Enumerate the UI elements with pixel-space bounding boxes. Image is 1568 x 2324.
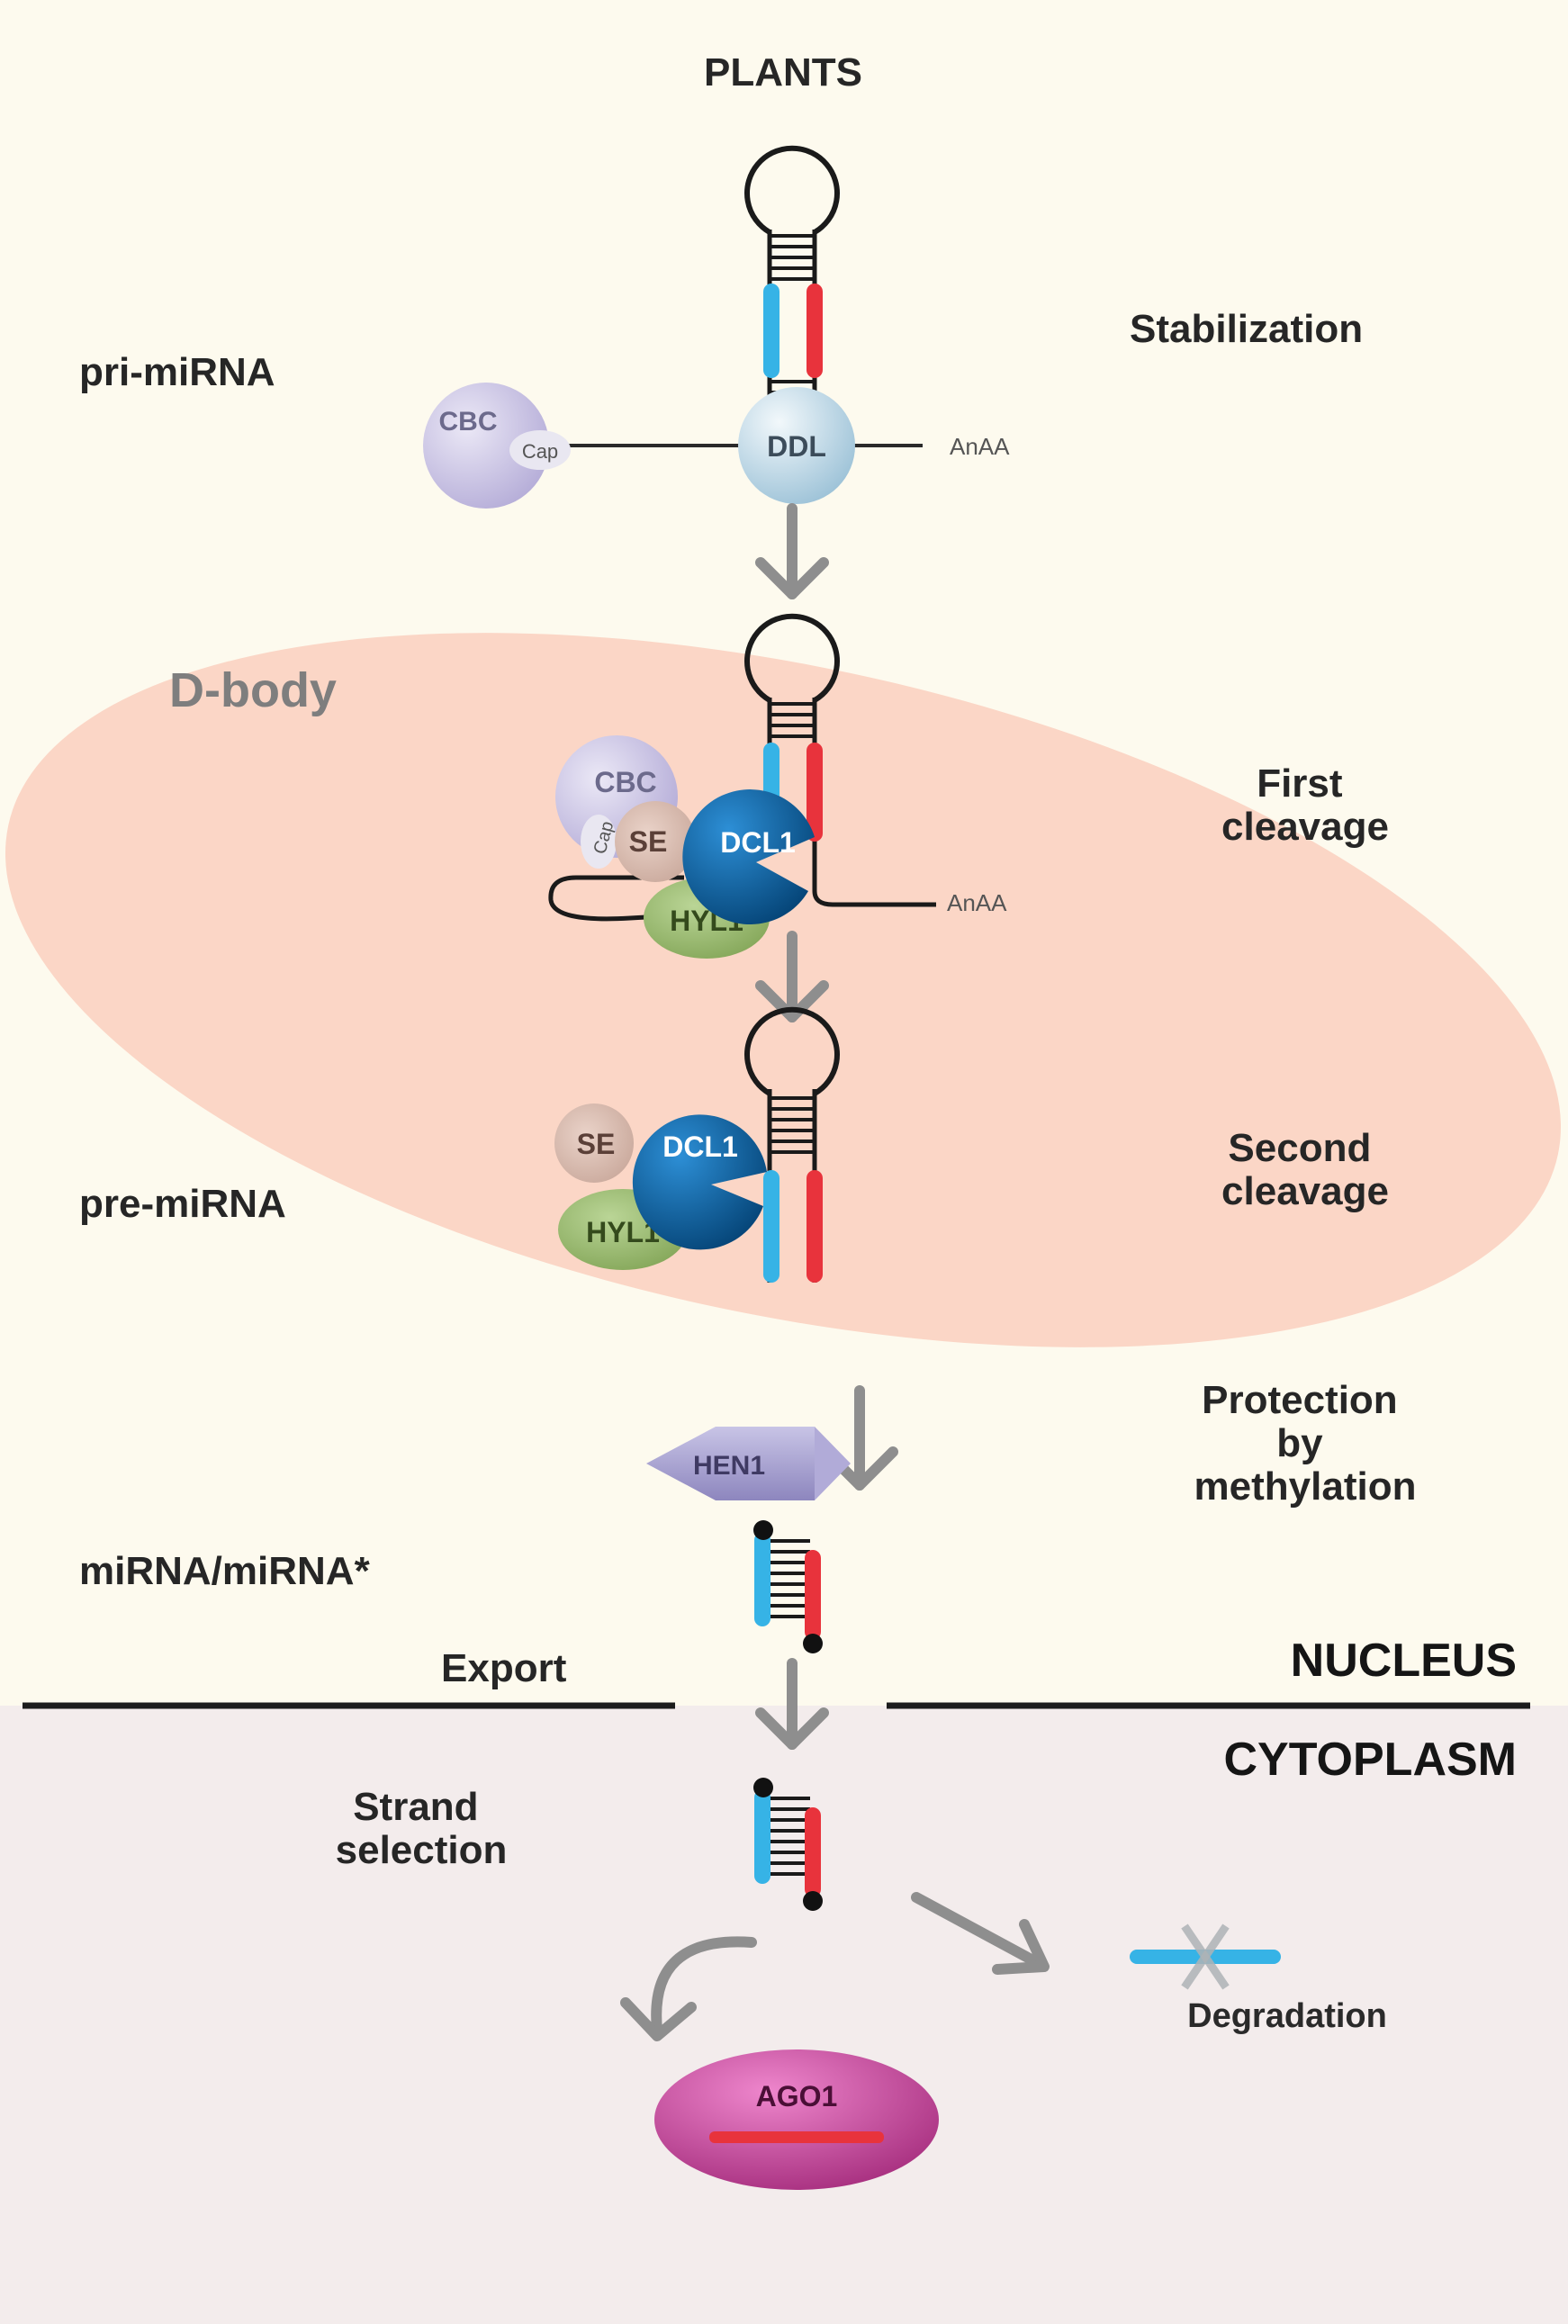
mirna-duplex-nucleus — [753, 1520, 823, 1653]
strand-selection-line-1: Strand — [353, 1785, 478, 1829]
se-protein — [615, 801, 696, 882]
ago1-loaded-mirna — [709, 2131, 884, 2143]
mirna-star-strand-3 — [807, 1170, 823, 1283]
ddl-protein — [738, 387, 855, 504]
first-cleavage-line-2: cleavage — [1221, 805, 1389, 849]
duplex-rungs-2 — [765, 1797, 810, 1876]
se-label: SE — [629, 825, 668, 858]
arrow-head — [620, 1997, 697, 2041]
duplex-mirna-strand-2 — [754, 1789, 770, 1884]
duplex-star-strand-1 — [805, 1550, 821, 1640]
arrow-to-degradation — [911, 1892, 1050, 1975]
arrow-head — [992, 1919, 1050, 1975]
step-label-stabilization: Stabilization — [1130, 307, 1363, 351]
stage-label-pre-mirna: pre-miRNA — [79, 1182, 286, 1226]
arrow-stabilization-to-cleavage — [755, 503, 829, 599]
arrow-head — [755, 1707, 829, 1750]
step-label-second-cleavage: Second cleavage — [1221, 1126, 1389, 1213]
dcl1-label-2: DCL1 — [662, 1130, 738, 1163]
rna-tail-right-2 — [812, 851, 936, 907]
ago1-complex: AGO1 — [654, 2049, 939, 2190]
protection-line-2: by — [1276, 1421, 1323, 1465]
second-cleavage-line-1: Second — [1228, 1126, 1371, 1170]
protection-line-3: methylation — [1194, 1464, 1417, 1509]
hairpin-rungs-2 — [770, 702, 815, 738]
region-label-nucleus: NUCLEUS — [1291, 1635, 1517, 1687]
region-label-cytoplasm: CYTOPLASM — [1223, 1734, 1517, 1786]
methyl-cap-top-2 — [753, 1778, 773, 1797]
stage-label-pri-mirna: pri-miRNA — [79, 350, 275, 394]
second-cleavage-line-2: cleavage — [1221, 1169, 1389, 1213]
polya-tail-label-2: AnAA — [947, 889, 1007, 916]
cbc-protein — [423, 383, 549, 509]
se-label-2: SE — [577, 1128, 616, 1160]
methyl-cap-bottom-1 — [803, 1634, 823, 1653]
degradation-cross-2 — [1181, 1923, 1230, 1990]
ago1-protein — [654, 2049, 939, 2190]
hairpin-rungs-3 — [770, 1096, 815, 1154]
arrow-export — [755, 1658, 829, 1750]
cbc-label-2: CBC — [594, 766, 656, 798]
hen1-diamond-tip — [815, 1427, 851, 1500]
dcl1-label: DCL1 — [720, 826, 796, 859]
arrow-shaft — [911, 1892, 1045, 1969]
hen1-label: HEN1 — [693, 1451, 765, 1481]
step-label-protection: Protection by methylation — [1194, 1378, 1417, 1509]
stage-label-duplex: miRNA/miRNA* — [79, 1549, 371, 1593]
rna-tail-left-2 — [548, 875, 684, 922]
mirna-strand-1 — [763, 284, 779, 378]
mirna-strand-3 — [763, 1170, 779, 1283]
arrow-shaft — [651, 1936, 757, 2035]
arrow-head — [755, 980, 829, 1022]
ddl-label: DDL — [767, 430, 826, 463]
mirna-star-strand-1 — [807, 284, 823, 378]
mirna-star-strand-2 — [807, 743, 823, 842]
cap-label: Cap — [522, 440, 558, 463]
dbody-region — [5, 633, 1562, 1347]
ago1-label: AGO1 — [756, 2080, 838, 2112]
se-protein-2 — [554, 1103, 634, 1183]
arrow-to-ago1 — [620, 1936, 757, 2041]
duplex-rungs-1 — [765, 1539, 810, 1618]
step-label-export: Export — [441, 1646, 567, 1690]
hairpin-loop-1 — [744, 145, 840, 235]
mirna-duplex-cytoplasm — [753, 1778, 823, 1911]
dcl1-protein-2 — [632, 1114, 767, 1250]
step-label-degradation: Degradation — [1187, 1997, 1387, 2035]
degraded-strand — [1130, 1923, 1281, 1990]
cbc-label: CBC — [439, 407, 498, 437]
arrow-first-to-second-cleavage — [755, 931, 829, 1022]
dcl1-protein — [682, 789, 815, 925]
arrow-head — [755, 557, 829, 599]
hairpin-loop-3 — [744, 1006, 840, 1096]
hen1-protein: HEN1 — [646, 1427, 851, 1500]
first-cleavage-line-1: First — [1257, 761, 1343, 806]
pri-mirna-hairpin: DDL — [738, 145, 855, 504]
step-label-strand-selection: Strand selection — [336, 1785, 508, 1872]
figure-title: PLANTS — [704, 50, 862, 95]
pri-mirna-structure: CBC Cap AnAA — [423, 383, 1010, 509]
hairpin-loop-2 — [744, 613, 840, 703]
methyl-cap-bottom-2 — [803, 1891, 823, 1911]
duplex-mirna-strand-1 — [754, 1532, 770, 1626]
protection-line-1: Protection — [1202, 1378, 1398, 1422]
cap-structure — [509, 430, 571, 470]
methyl-cap-top-1 — [753, 1520, 773, 1540]
duplex-star-strand-2 — [805, 1807, 821, 1897]
polya-tail-label-1: AnAA — [950, 433, 1010, 460]
hen1-diamond — [646, 1427, 815, 1500]
first-cleavage-complex: AnAA CBC Cap SE HYL1 DCL1 — [548, 613, 1007, 959]
step-label-first-cleavage: First cleavage — [1221, 761, 1389, 849]
strand-selection-line-2: selection — [336, 1828, 508, 1872]
region-label-dbody: D-body — [169, 663, 337, 717]
second-cleavage-complex: SE HYL1 DCL1 — [554, 1006, 840, 1283]
cap-structure-2 — [581, 815, 617, 869]
